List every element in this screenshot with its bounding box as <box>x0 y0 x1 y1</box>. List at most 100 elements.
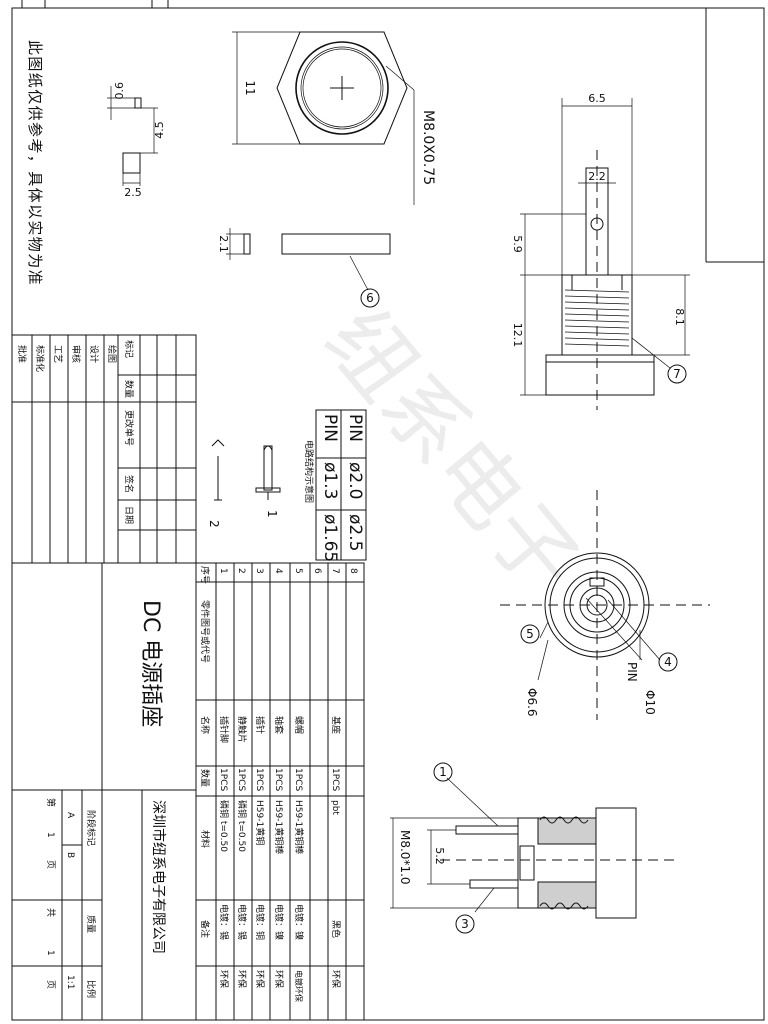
balloon-3: 3 <box>455 914 475 934</box>
scale-value: 1:1 <box>65 975 75 989</box>
svg-text:1: 1 <box>439 765 447 779</box>
role-review: 审核 <box>70 345 82 363</box>
svg-text:3: 3 <box>254 568 264 574</box>
svg-text:6: 6 <box>366 291 374 305</box>
svg-text:环保: 环保 <box>273 970 285 988</box>
svg-text:轴套: 轴套 <box>273 716 285 734</box>
svg-text:电镀：镍: 电镀：镍 <box>293 904 305 940</box>
svg-text:3: 3 <box>461 917 469 931</box>
pin-row2-d1: ø1.3 <box>320 462 340 499</box>
svg-text:电镀环保: 电镀环保 <box>294 970 304 1002</box>
svg-text:1PCS: 1PCS <box>236 768 246 791</box>
svg-text:电镀：锡: 电镀：锡 <box>218 904 230 940</box>
rev-header-change: 更改单号 <box>123 410 135 446</box>
pin-row1-d2: ø2.5 <box>345 514 365 551</box>
reference-note: 此图纸仅供参考，具体以实物为准 <box>26 40 44 286</box>
dim-2-2: 2.2 <box>588 170 606 183</box>
role-design: 设计 <box>88 345 100 363</box>
rev-header-qty: 数量 <box>123 380 135 398</box>
dim-phi10: Φ10 <box>643 690 657 715</box>
svg-text:1: 1 <box>218 568 228 574</box>
role-approve: 批准 <box>16 345 28 363</box>
svg-text:螺帽: 螺帽 <box>293 716 305 734</box>
svg-text:1PCS: 1PCS <box>218 768 228 791</box>
svg-text:1PCS: 1PCS <box>330 768 340 791</box>
pin-row1-d1: ø2.0 <box>345 462 365 499</box>
hex-nut-view: 11 M8.0X0.75 <box>232 31 436 205</box>
table-row: 4 轴套 1PCS H59-1黄铜棒 电镀：镍 环保 <box>273 568 285 988</box>
dim-0-6: 0.6 <box>113 82 126 100</box>
role-draw: 绘图 <box>106 345 118 363</box>
section-threads <box>539 816 589 910</box>
pin-table-caption: 电路结构示意图 <box>303 440 315 503</box>
svg-text:电镀：镍: 电镀：镍 <box>273 904 285 940</box>
hdr-material: 材料 <box>199 830 211 848</box>
svg-text:H59-1黄铜棒: H59-1黄铜棒 <box>293 800 305 854</box>
svg-text:电镀：锡: 电镀：锡 <box>236 904 248 940</box>
svg-text:插针脚: 插针脚 <box>218 716 230 743</box>
svg-text:磷铜 t=0.50: 磷铜 t=0.50 <box>218 800 230 852</box>
table-row: 7 基座 1PCS pbt 黑色 环保 <box>330 568 342 988</box>
hdr-name: 名称 <box>199 716 211 734</box>
table-row: 6 <box>312 568 322 574</box>
dim-11: 11 <box>243 80 257 95</box>
front-view: PIN Φ10 Φ6.6 <box>500 490 710 720</box>
dim-5-9: 5.9 <box>511 235 524 253</box>
balloon-1: 1 <box>433 762 453 782</box>
svg-text:7: 7 <box>673 367 681 381</box>
hdr-remark: 备注 <box>199 920 211 938</box>
svg-text:2: 2 <box>236 568 246 574</box>
svg-text:插针: 插针 <box>254 716 266 734</box>
sheet-prefix: 第 <box>45 798 57 807</box>
rev-header-mark: 标记 <box>123 340 135 358</box>
hdr-seq: 序号 <box>199 566 211 584</box>
svg-text:5: 5 <box>526 627 534 641</box>
scale-label: 比例 <box>85 980 97 998</box>
table-row: 8 <box>348 568 358 574</box>
pin-row2-d2: ø1.65 <box>320 514 340 562</box>
total-prefix: 共 <box>45 908 56 917</box>
washer-view: 2.1 <box>217 228 391 291</box>
dim-12-1: 12.1 <box>511 323 524 348</box>
dim-5-2: 5.2 <box>433 847 446 865</box>
svg-text:1PCS: 1PCS <box>254 768 264 791</box>
role-process: 工艺 <box>52 345 63 363</box>
sheet-no: 1 <box>45 832 55 838</box>
dim-4-5: 4.5 <box>153 121 166 139</box>
pin-diameter-table: PIN ø2.0 ø2.5 PIN ø1.3 ø1.65 电路结构示意图 <box>303 409 367 562</box>
dim-pin: PIN <box>625 662 639 682</box>
svg-text:8: 8 <box>348 568 358 574</box>
stage-label: 阶段标记 <box>85 810 97 846</box>
pin-schematic: 1 2 <box>207 439 281 528</box>
dim-m8: M8.0*1.0 <box>398 830 412 885</box>
svg-text:pbt: pbt <box>330 800 340 815</box>
table-row: 3 插针 1PCS H59-1黄铜 电镀：铜 环保 <box>254 568 266 988</box>
balloon-7: 7 <box>667 364 687 384</box>
svg-text:1PCS: 1PCS <box>273 768 283 791</box>
svg-text:4: 4 <box>273 568 283 574</box>
svg-text:1PCS: 1PCS <box>293 768 303 791</box>
rev-header-sign: 签名 <box>123 475 135 493</box>
dim-2-5: 2.5 <box>124 186 142 199</box>
svg-text:4: 4 <box>664 655 672 669</box>
table-row: 1 插针脚 1PCS 磷铜 t=0.50 电镀：锡 环保 <box>218 568 230 988</box>
table-row: 2 静触片 1PCS 磷铜 t=0.50 电镀：锡 环保 <box>236 568 248 988</box>
total-unit: 页 <box>45 980 56 989</box>
role-standard: 标准化 <box>34 345 46 372</box>
svg-text:黑色: 黑色 <box>330 920 342 938</box>
pin-row1-label: PIN <box>345 414 365 442</box>
product-title: DC 电源插座 <box>138 600 163 727</box>
svg-text:H59-1黄铜: H59-1黄铜 <box>254 800 266 845</box>
rev-header-date: 日期 <box>123 506 134 524</box>
side-view: 6.5 2.2 5.9 12.1 8.1 <box>511 92 690 410</box>
balloon-4: 4 <box>658 652 678 672</box>
svg-text:环保: 环保 <box>330 970 342 988</box>
pin-label-1: 1 <box>265 510 279 518</box>
sheet-unit: 页 <box>45 860 56 869</box>
hdr-drawing-no: 零件图号或代号 <box>199 600 211 663</box>
dim-phi6-6: Φ6.6 <box>525 688 539 717</box>
svg-text:环保: 环保 <box>236 970 248 988</box>
dim-6-5: 6.5 <box>588 92 606 105</box>
parts-table: 序号 零件图号或代号 名称 数量 材料 备注 1 插针脚 1PCS 磷铜 t=0… <box>195 562 365 1021</box>
